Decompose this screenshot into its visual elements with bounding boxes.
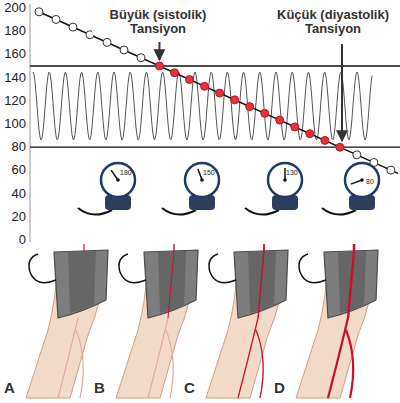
pulse-dot <box>246 103 254 111</box>
cuff-band <box>158 251 186 313</box>
pulse-dot <box>231 96 239 104</box>
gauge-value: 150 <box>203 169 217 176</box>
pressure-dot <box>353 151 361 159</box>
arm-panel <box>26 244 108 398</box>
panel-letter: A <box>4 380 18 396</box>
pulse-dot <box>306 130 314 138</box>
pulse-dot <box>336 143 344 151</box>
pressure-dot <box>137 54 145 62</box>
pulse-dot <box>201 82 209 90</box>
pulse-dot <box>291 123 299 131</box>
diastolic-label: Küçük (diyastolik) Tansiyon <box>268 8 398 35</box>
pulse-dot <box>170 69 178 77</box>
artery <box>348 251 354 318</box>
oscillation-wave <box>33 72 372 140</box>
artery <box>263 244 265 251</box>
cuff-cable <box>209 254 236 283</box>
pulse-dot <box>186 76 194 84</box>
panel-letter: D <box>274 380 288 396</box>
cuff <box>54 250 108 318</box>
gauge-value: 130 <box>286 169 300 176</box>
pulse-dot <box>155 62 163 70</box>
axis-tick: 0 <box>2 233 26 247</box>
pulse-dot <box>321 136 329 144</box>
level-line <box>30 147 400 148</box>
gauge-value: 180 <box>120 169 134 176</box>
pressure-dot <box>387 166 395 174</box>
gauge-hub <box>116 178 120 182</box>
gauge-hub <box>360 178 364 182</box>
pulse-dot <box>261 109 269 117</box>
cuff-cable <box>29 254 56 283</box>
pulse-dot <box>216 89 224 97</box>
artery <box>173 244 174 251</box>
gauge-needle <box>198 169 202 180</box>
artery <box>83 244 84 251</box>
arm-panel <box>296 244 378 398</box>
gauge-face <box>268 163 302 197</box>
axis-tick: 20 <box>2 210 26 224</box>
panel-letter: C <box>184 380 198 396</box>
cuff-cable <box>299 254 326 283</box>
gauge-hub <box>200 178 204 182</box>
gauge-hub <box>283 178 287 182</box>
axis-tick: 80 <box>2 140 26 154</box>
axis-tick: 200 <box>2 1 26 15</box>
pressure-chart <box>30 4 400 242</box>
artery <box>238 318 263 398</box>
cuff-band <box>248 251 276 313</box>
level-line <box>30 65 400 66</box>
artery <box>168 251 174 318</box>
vessel-pale <box>328 318 353 398</box>
panel-letter: B <box>94 380 108 396</box>
pressure-dot <box>120 46 128 54</box>
gauges <box>78 163 379 215</box>
cuff <box>324 250 378 318</box>
axis-tick: 140 <box>2 71 26 85</box>
vessel-pale <box>238 318 263 398</box>
gauge-face <box>101 163 135 197</box>
axis-tick: 120 <box>2 94 26 108</box>
pressure-gauge <box>245 163 302 215</box>
pressure-dot <box>52 15 60 23</box>
arm-panel <box>116 244 198 398</box>
pressure-gauge <box>322 163 379 215</box>
artery <box>328 318 353 398</box>
pressure-gauge <box>78 163 135 215</box>
cuff-band <box>68 251 96 313</box>
pressure-dot <box>35 8 43 16</box>
gauge-needle <box>284 168 286 180</box>
gauge-face <box>345 163 379 197</box>
artery <box>353 244 356 251</box>
pointer-arrow <box>158 42 160 60</box>
gauge-value: 80 <box>366 178 377 185</box>
arm-panels <box>26 244 378 398</box>
axis-tick: 160 <box>2 47 26 61</box>
gauge-face <box>185 163 219 197</box>
systolic-label: Büyük (sistolik) Tansiyon <box>92 8 224 35</box>
pointer-arrow <box>341 44 343 141</box>
axis-tick: 60 <box>2 163 26 177</box>
artery <box>258 251 264 318</box>
cuff-cable <box>119 254 146 283</box>
axis-line <box>30 4 31 242</box>
cuff <box>234 250 288 318</box>
vessel-pale <box>58 318 83 398</box>
pulse-dot <box>276 116 284 124</box>
axis-tick: 180 <box>2 24 26 38</box>
vessel-pale <box>148 318 173 398</box>
pressure-dot <box>69 23 77 31</box>
axis-tick: 100 <box>2 117 26 131</box>
cuff <box>144 250 198 318</box>
arm-panel <box>206 244 288 398</box>
pressure-dot <box>103 38 111 46</box>
pressure-gauge <box>162 163 219 215</box>
gauge-needle <box>111 170 118 180</box>
axis-tick: 40 <box>2 187 26 201</box>
